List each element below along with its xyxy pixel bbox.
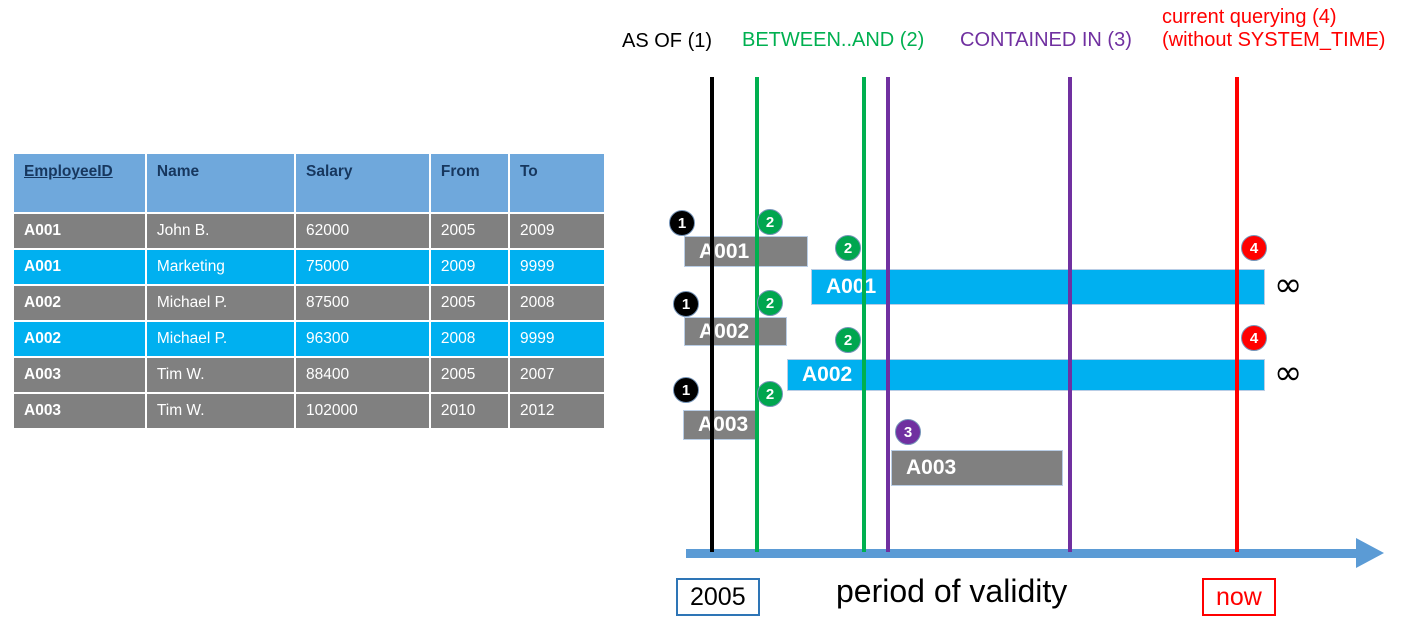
query-line-between-start bbox=[755, 77, 759, 552]
cell-employeeid: A003 bbox=[14, 358, 145, 392]
timeline-bar-a002-current: A002 bbox=[787, 359, 1265, 391]
column-header-from: From bbox=[430, 154, 508, 212]
infinity-symbol-a001: ∞ bbox=[1274, 265, 1303, 305]
table-header: EmployeeID Name Salary From To bbox=[14, 154, 604, 212]
axis-label-now: now bbox=[1202, 578, 1276, 616]
bar-label: A001 bbox=[699, 239, 750, 263]
bar-label: A002 bbox=[699, 319, 750, 343]
table-row: A001 Marketing 75000 2009 9999 bbox=[14, 250, 604, 284]
cell-salary: 75000 bbox=[296, 250, 429, 284]
legend-item-contained-in: CONTAINED IN (3) bbox=[960, 29, 1132, 51]
query-line-now bbox=[1235, 77, 1239, 552]
bar-label: A002 bbox=[802, 363, 853, 386]
time-axis-line bbox=[686, 549, 1358, 558]
cell-salary: 96300 bbox=[296, 322, 429, 356]
cell-to: 2012 bbox=[509, 394, 604, 428]
axis-label-start: 2005 bbox=[676, 578, 760, 616]
cell-salary: 62000 bbox=[296, 214, 429, 248]
axis-tick-between-end bbox=[862, 534, 866, 552]
cell-employeeid: A001 bbox=[14, 250, 145, 284]
marker-between-a003: 2 bbox=[757, 381, 783, 407]
legend-current-line1: current querying (4) bbox=[1162, 6, 1337, 28]
query-line-contained-end bbox=[1068, 77, 1072, 552]
legend-item-current-querying: current querying (4) (without SYSTEM_TIM… bbox=[1162, 6, 1385, 52]
marker-between-a002-historic: 2 bbox=[757, 290, 783, 316]
cell-from: 2005 bbox=[430, 214, 508, 248]
cell-employeeid: A002 bbox=[14, 322, 145, 356]
marker-between-a001-historic: 2 bbox=[757, 209, 783, 235]
table-row: A002 Michael P. 87500 2005 2008 bbox=[14, 286, 604, 320]
timeline-bar-a001-historic: A001 bbox=[684, 236, 808, 267]
cell-from: 2008 bbox=[430, 322, 508, 356]
timeline-bar-a003-historic-1: A003 bbox=[683, 410, 759, 440]
cell-name: Michael P. bbox=[146, 286, 294, 320]
axis-tick-contained-end bbox=[1068, 534, 1072, 552]
bar-label: A001 bbox=[826, 275, 877, 298]
axis-tick-between-start bbox=[755, 534, 759, 552]
table-row: A002 Michael P. 96300 2008 9999 bbox=[14, 322, 604, 356]
marker-as-of-a002: 1 bbox=[673, 291, 699, 317]
table-row: A003 Tim W. 88400 2005 2007 bbox=[14, 358, 604, 392]
cell-name: Tim W. bbox=[146, 358, 294, 392]
legend-item-between-and: BETWEEN..AND (2) bbox=[742, 29, 925, 51]
cell-to: 2009 bbox=[509, 214, 604, 248]
cell-salary: 102000 bbox=[296, 394, 429, 428]
axis-tick-now bbox=[1235, 534, 1239, 552]
legend-item-as-of: AS OF (1) bbox=[622, 30, 713, 52]
table-row: A001 John B. 62000 2005 2009 bbox=[14, 214, 604, 248]
table-body: A001 John B. 62000 2005 2009 A001 Market… bbox=[14, 214, 604, 428]
query-line-as-of bbox=[710, 77, 714, 552]
timeline-bar-a001-current: A001 bbox=[811, 269, 1265, 305]
column-header-name: Name bbox=[146, 154, 294, 212]
marker-between-a001-current: 2 bbox=[835, 235, 861, 261]
axis-tick-as-of bbox=[710, 534, 714, 552]
cell-name: John B. bbox=[146, 214, 294, 248]
cell-name: Michael P. bbox=[146, 322, 294, 356]
marker-as-of-a001: 1 bbox=[669, 210, 695, 236]
cell-from: 2005 bbox=[430, 286, 508, 320]
marker-between-a002-current: 2 bbox=[835, 327, 861, 353]
column-header-salary: Salary bbox=[296, 154, 429, 212]
table-header-row: EmployeeID Name Salary From To bbox=[14, 154, 604, 212]
legend: AS OF (1) BETWEEN..AND (2) CONTAINED IN … bbox=[0, 0, 1428, 62]
cell-to: 9999 bbox=[509, 322, 604, 356]
query-line-contained-start bbox=[886, 77, 890, 552]
table-row: A003 Tim W. 102000 2010 2012 bbox=[14, 394, 604, 428]
timeline-bar-a002-historic: A002 bbox=[684, 317, 787, 346]
marker-current-a002: 4 bbox=[1241, 325, 1267, 351]
marker-as-of-a003: 1 bbox=[673, 377, 699, 403]
bar-label: A003 bbox=[906, 456, 957, 479]
cell-name: Tim W. bbox=[146, 394, 294, 428]
time-axis-arrow-icon bbox=[1356, 538, 1384, 568]
cell-from: 2009 bbox=[430, 250, 508, 284]
cell-salary: 88400 bbox=[296, 358, 429, 392]
cell-from: 2005 bbox=[430, 358, 508, 392]
timeline-bar-a003-historic-2: A003 bbox=[891, 450, 1063, 486]
column-header-employeeid: EmployeeID bbox=[14, 154, 145, 212]
cell-employeeid: A003 bbox=[14, 394, 145, 428]
cell-name: Marketing bbox=[146, 250, 294, 284]
query-line-between-end bbox=[862, 77, 866, 552]
cell-salary: 87500 bbox=[296, 286, 429, 320]
cell-employeeid: A001 bbox=[14, 214, 145, 248]
employee-table: EmployeeID Name Salary From To A001 John… bbox=[12, 152, 606, 430]
cell-from: 2010 bbox=[430, 394, 508, 428]
axis-tick-contained-start bbox=[886, 534, 890, 552]
marker-contained-a003: 3 bbox=[895, 419, 921, 445]
column-header-to: To bbox=[509, 154, 604, 212]
bar-label: A003 bbox=[698, 413, 749, 436]
axis-title: period of validity bbox=[836, 573, 1068, 609]
cell-to: 2008 bbox=[509, 286, 604, 320]
cell-employeeid: A002 bbox=[14, 286, 145, 320]
legend-current-line2: (without SYSTEM_TIME) bbox=[1162, 29, 1386, 51]
marker-current-a001: 4 bbox=[1241, 235, 1267, 261]
infinity-symbol-a002: ∞ bbox=[1274, 353, 1303, 393]
cell-to: 2007 bbox=[509, 358, 604, 392]
cell-to: 9999 bbox=[509, 250, 604, 284]
